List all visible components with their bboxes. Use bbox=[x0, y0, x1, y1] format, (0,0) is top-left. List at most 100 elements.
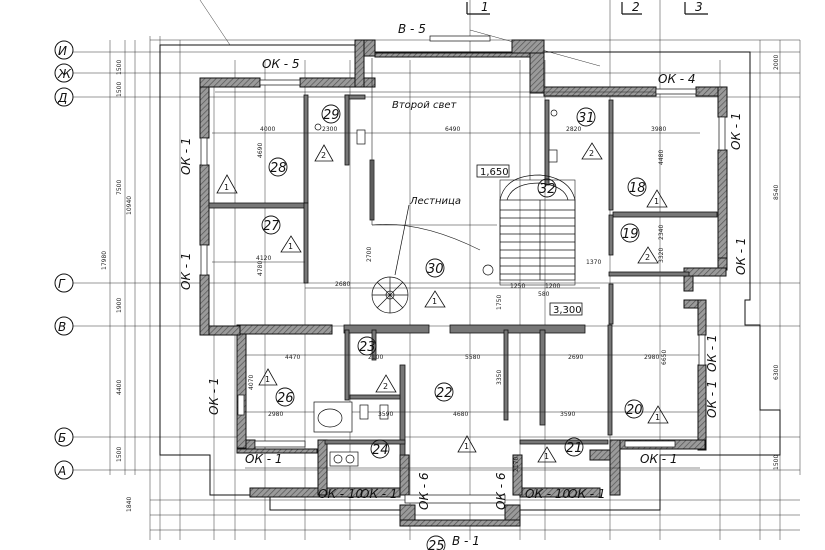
dim-3590-right: 3590 bbox=[560, 411, 575, 418]
room-30: 30 bbox=[427, 262, 444, 277]
vdim-1500-c: 1500 bbox=[116, 447, 123, 462]
room-19: 19 bbox=[622, 227, 639, 242]
vdim-1500-d: 1500 bbox=[773, 455, 780, 470]
stair-flights bbox=[371, 174, 576, 314]
tag-19: 2 bbox=[645, 253, 650, 262]
window-lines bbox=[200, 35, 726, 504]
axis-label-v: В bbox=[58, 320, 66, 334]
room-29: 29 bbox=[323, 108, 340, 123]
dim-4470: 4470 bbox=[285, 354, 300, 361]
tag-31: 2 bbox=[589, 149, 594, 158]
vdim-1840: 1840 bbox=[126, 497, 133, 512]
label-b1: В - 1 bbox=[452, 534, 480, 548]
vdim-4690: 4690 bbox=[257, 143, 264, 158]
dim-1250: 1250 bbox=[510, 283, 525, 290]
tag-21: 1 bbox=[544, 452, 549, 461]
tag-27: 1 bbox=[288, 242, 293, 251]
vdim-2340: 2340 bbox=[658, 225, 665, 240]
label-ok1-left-mid: ОК - 1 bbox=[179, 252, 193, 290]
dim-1370: 1370 bbox=[586, 259, 601, 266]
second-light-label: Второй свет bbox=[392, 100, 457, 111]
tag-18: 1 bbox=[654, 197, 659, 206]
vdim-8540: 8540 bbox=[773, 185, 780, 200]
dim-3980: 3980 bbox=[651, 126, 666, 133]
label-ok1-bottom-right: ОК - 1 bbox=[640, 452, 678, 466]
finish-triangles bbox=[216, 142, 669, 463]
tag-26: 1 bbox=[265, 375, 270, 384]
vdim-1500-b: 1500 bbox=[116, 82, 123, 97]
axis-label-zh: Ж bbox=[57, 67, 72, 81]
axis-label-b: Б bbox=[58, 431, 66, 445]
dim-2680: 2680 bbox=[335, 281, 350, 288]
vdim-4400: 4400 bbox=[116, 380, 123, 395]
dim-2690: 2690 bbox=[568, 354, 583, 361]
vdim-2000: 2000 bbox=[773, 55, 780, 70]
label-ok6-left: ОК - 6 bbox=[417, 472, 431, 510]
section-mark-1: 1 bbox=[481, 0, 489, 14]
axis-bubbles bbox=[54, 40, 74, 480]
dim-6490: 6490 bbox=[445, 126, 460, 133]
section-mark-2: 2 bbox=[632, 0, 640, 14]
vdim-1900: 1900 bbox=[116, 298, 123, 313]
vdim-3350: 3350 bbox=[496, 370, 503, 385]
vdim-10940: 10940 bbox=[126, 196, 133, 215]
vdim-6300: 6300 bbox=[773, 365, 780, 380]
label-ok1-left-low: ОК - 1 bbox=[207, 377, 221, 415]
dim-4120: 4120 bbox=[256, 255, 271, 262]
label-ok1-bottom-left: ОК - 1 bbox=[245, 452, 283, 466]
elevation-1650: 1,650 bbox=[480, 167, 509, 178]
tag-20: 1 bbox=[655, 413, 660, 422]
vdim-1750: 1750 bbox=[496, 295, 503, 310]
vdim-7500: 7500 bbox=[116, 180, 123, 195]
label-ok5: ОК - 5 bbox=[262, 57, 300, 71]
dim-4680: 4680 bbox=[453, 411, 468, 418]
room-28: 28 bbox=[270, 161, 287, 176]
dim-2980-left: 2980 bbox=[268, 411, 283, 418]
section-mark-3: 3 bbox=[695, 0, 703, 14]
sanitary-fixtures bbox=[313, 109, 558, 467]
vdim-17980: 17980 bbox=[101, 251, 108, 270]
label-ok1-bottom-left2: ОК - 1 bbox=[360, 487, 398, 501]
dim-2100: 2100 bbox=[368, 354, 383, 361]
room-31: 31 bbox=[578, 111, 595, 126]
vdim-4480: 4480 bbox=[658, 150, 665, 165]
dim-3590-left: 3590 bbox=[378, 411, 393, 418]
label-ok1-left-top: ОК - 1 bbox=[179, 137, 193, 175]
vdim-4780: 4780 bbox=[257, 261, 264, 276]
label-ok10-right: ОК - 10 bbox=[525, 487, 571, 501]
dim-5580: 5580 bbox=[465, 354, 480, 361]
label-ok1-right-low: ОК - 1 bbox=[705, 334, 719, 372]
room-27: 27 bbox=[263, 219, 280, 234]
room-22: 22 bbox=[436, 386, 453, 401]
elevation-3300: 3,300 bbox=[553, 305, 582, 316]
dim-2980-right: 2980 bbox=[644, 354, 659, 361]
vdim-2170: 2170 bbox=[513, 457, 520, 472]
label-ok1-right-mid: ОК - 1 bbox=[734, 237, 748, 275]
room-24: 24 bbox=[372, 443, 389, 458]
section-marks bbox=[466, 2, 708, 15]
room-number-circles bbox=[261, 104, 647, 550]
room-23: 23 bbox=[359, 340, 376, 355]
room-32: 32 bbox=[539, 182, 556, 197]
label-b5: В - 5 bbox=[398, 22, 426, 36]
tag-23: 2 bbox=[383, 382, 388, 391]
vdim-3320: 3320 bbox=[658, 248, 665, 263]
axis-label-i: И bbox=[58, 44, 67, 58]
label-ok4: ОК - 4 bbox=[658, 72, 696, 86]
axis-label-g: Г bbox=[58, 277, 66, 291]
room-20: 20 bbox=[626, 403, 643, 418]
stair-label: Лестница bbox=[409, 196, 461, 207]
vdim-4070: 4070 bbox=[248, 375, 255, 390]
dim-2820: 2820 bbox=[566, 126, 581, 133]
tag-22: 1 bbox=[464, 442, 469, 451]
room-18: 18 bbox=[629, 181, 646, 196]
vdim-2700: 2700 bbox=[366, 247, 373, 262]
label-ok1-right-low2: ОК - 1 bbox=[705, 380, 719, 418]
label-ok6-right: ОК - 6 bbox=[494, 472, 508, 510]
label-ok1-right-top: ОК - 1 bbox=[729, 112, 743, 150]
label-ok10-left: ОК - 10 bbox=[318, 487, 364, 501]
axis-label-d: Д bbox=[57, 91, 67, 105]
tag-30: 1 bbox=[432, 297, 437, 306]
dim-6650: 6650 bbox=[661, 350, 668, 365]
